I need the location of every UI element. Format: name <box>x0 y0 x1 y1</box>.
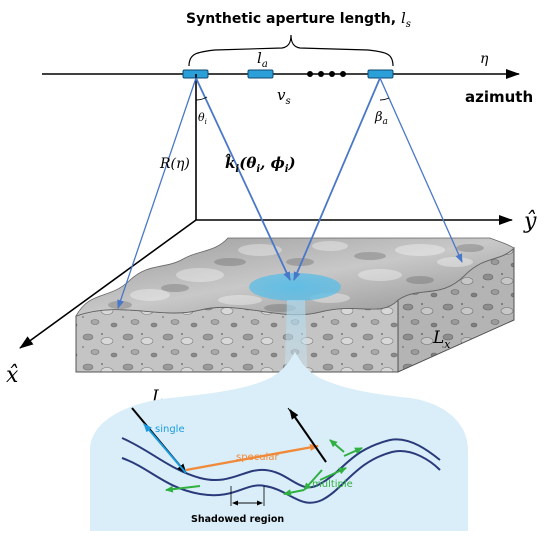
shadowed-region-label: Shadowed region <box>191 514 284 525</box>
sensor-end <box>367 69 394 79</box>
single-label: single <box>155 424 185 435</box>
azimuth-label: azimuth <box>465 88 533 106</box>
y-hat-label: ŷ <box>523 209 537 234</box>
beta-label: βa <box>374 110 388 127</box>
ellipsis-dots <box>307 71 346 77</box>
x-hat-label: x̂ <box>6 363 19 388</box>
multiple-label: multiple <box>312 479 353 490</box>
la-label: la <box>257 49 268 70</box>
scattering-inset: single specular multiple Shadowed region <box>90 352 468 531</box>
aperture-label: Synthetic aperture length, ls <box>186 9 411 30</box>
theta-label: θi <box>198 111 207 126</box>
range-label: R(η) <box>159 156 190 172</box>
k-vector-label: k̂i(θi, ϕi) <box>225 153 296 175</box>
theta-arc <box>195 96 208 101</box>
aperture-brace <box>188 34 394 67</box>
specular-arrow <box>185 443 319 472</box>
surface-curve-bottom <box>121 450 441 504</box>
radar-rays <box>117 77 463 309</box>
Lx-label: Lx <box>432 328 451 351</box>
specular-label: specular <box>236 452 279 463</box>
sensor-mid <box>247 69 274 79</box>
multiple-arrows <box>165 439 363 497</box>
eta-label: η <box>480 51 489 67</box>
illuminated-spot <box>249 273 341 301</box>
single-arrow <box>143 423 187 474</box>
beta-arc <box>379 97 390 101</box>
vs-label: vs <box>277 86 291 107</box>
return-arrow <box>289 409 327 463</box>
x-axis <box>19 219 197 349</box>
